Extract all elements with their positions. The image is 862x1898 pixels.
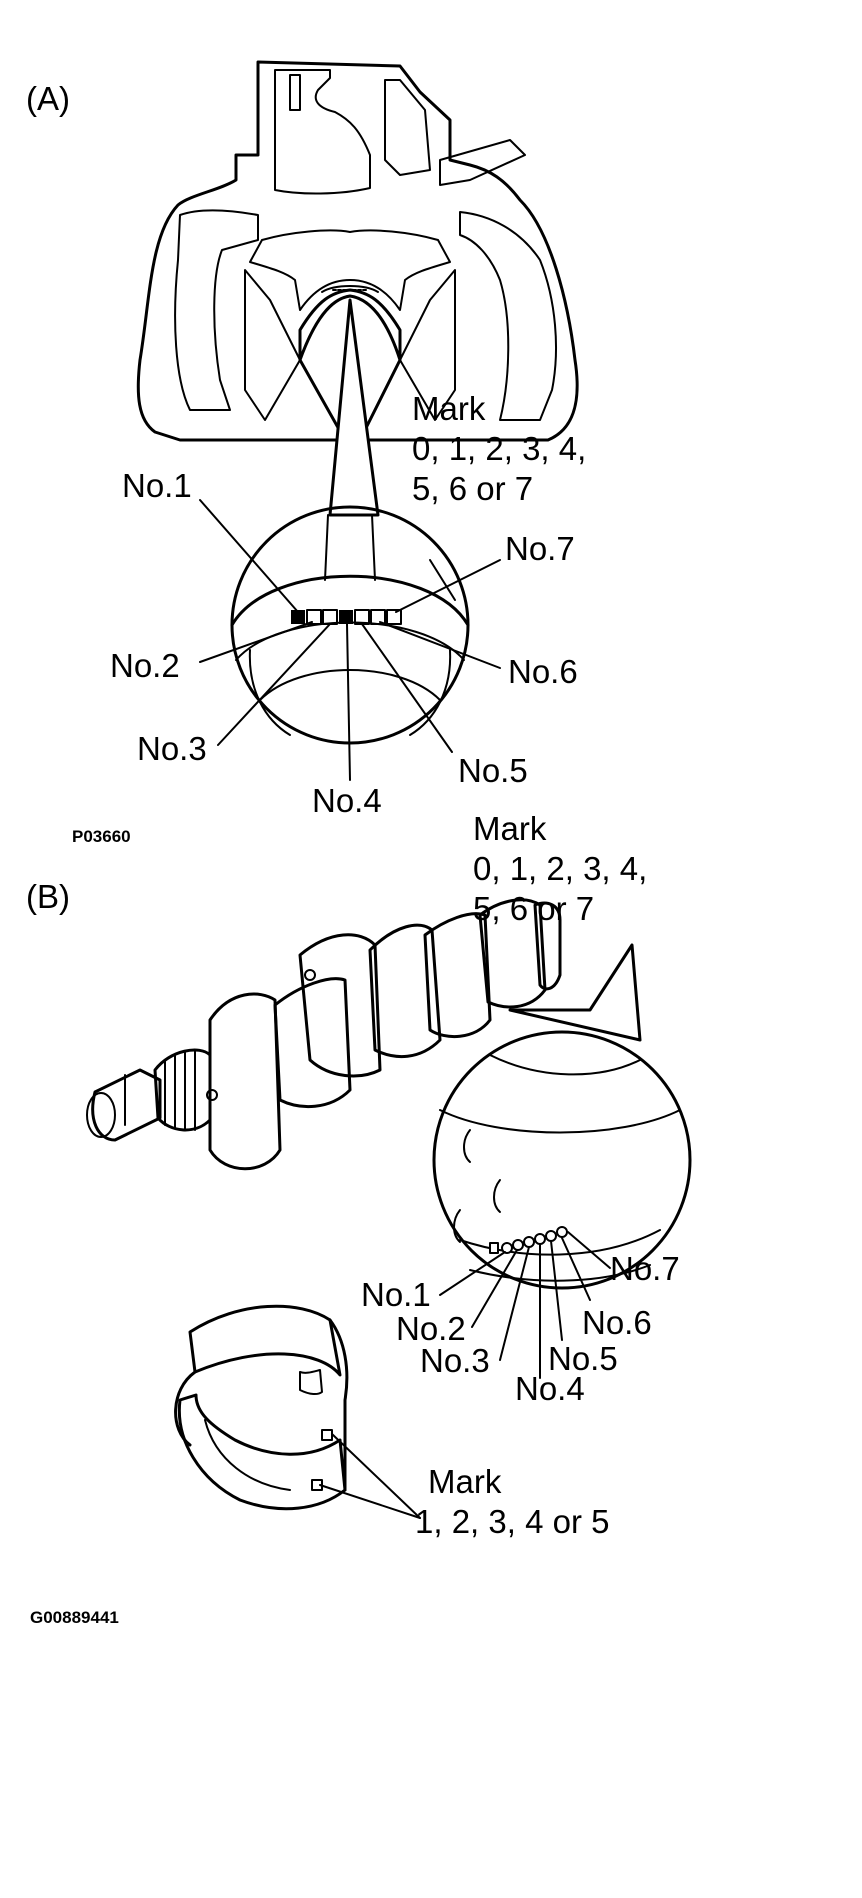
bearing-shell-drawing: [174, 1304, 349, 1511]
label-no5-a: No.5: [458, 752, 528, 789]
figure-b-code: G00889441: [30, 1608, 119, 1627]
label-no4-b: No.4: [515, 1370, 585, 1407]
label-no3-a: No.3: [137, 730, 207, 767]
leader-lines-b: [439, 1231, 611, 1379]
bearing-mark-line: 1, 2, 3, 4 or 5: [415, 1503, 609, 1540]
label-no7-a: No.7: [505, 530, 575, 567]
detail-circle-b: [432, 1030, 692, 1290]
leader-lines-a: [199, 499, 501, 781]
bearing-mark-heading: Mark: [428, 1463, 502, 1500]
label-no3-b: No.3: [420, 1342, 490, 1379]
detail-circle-a: [230, 505, 470, 745]
cylinder-block-drawing: [136, 60, 579, 442]
crank-mark-line1-b: 0, 1, 2, 3, 4,: [473, 850, 647, 887]
label-no6-b: No.6: [582, 1304, 652, 1341]
callout-pointer-b: [508, 943, 642, 1042]
mark-line2-a: 5, 6 or 7: [412, 470, 533, 507]
mark-line1-a: 0, 1, 2, 3, 4,: [412, 430, 586, 467]
leader-lines-bearing: [319, 1433, 421, 1519]
label-no1-a: No.1: [122, 467, 192, 504]
label-no4-a: No.4: [312, 782, 382, 819]
label-no5-b: No.5: [548, 1340, 618, 1377]
crankshaft-drawing: [86, 898, 562, 1171]
label-no2-b: No.2: [396, 1310, 466, 1347]
journal-mark-boxes-a: [291, 609, 402, 625]
figure-b-label: (B): [26, 878, 70, 915]
figure-a-code: P03660: [72, 827, 131, 846]
journal-mark-boxes-b: [489, 1226, 568, 1254]
label-no7-b: No.7: [610, 1250, 680, 1287]
crank-mark-heading-b: Mark: [473, 810, 547, 847]
callout-pointer-a: [328, 298, 380, 517]
label-no2-a: No.2: [110, 647, 180, 684]
mark-heading-a: Mark: [412, 390, 486, 427]
label-no6-a: No.6: [508, 653, 578, 690]
label-no1-b: No.1: [361, 1276, 431, 1313]
figure-a-label: (A): [26, 80, 70, 117]
